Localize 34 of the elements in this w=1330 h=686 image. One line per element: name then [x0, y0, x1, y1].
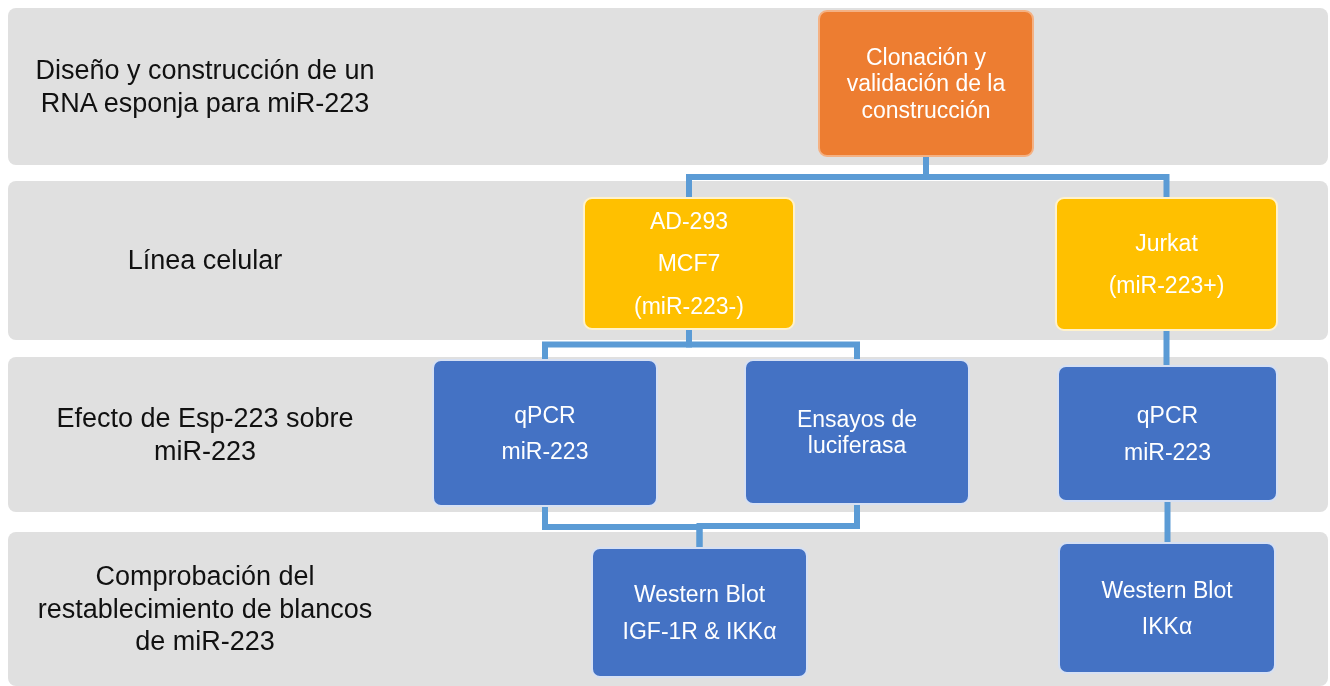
row-band: [8, 532, 1328, 686]
process-box: [1057, 365, 1278, 502]
box-text: Clonación y validación de la construcción: [845, 43, 1007, 124]
box-text: Jurkat: [1135, 229, 1198, 256]
box-text: miR-223: [501, 438, 589, 465]
process-box: [1055, 197, 1278, 331]
box-text: Western Blot: [633, 581, 766, 608]
connector-line: [1163, 331, 1170, 365]
process-box: [818, 10, 1034, 157]
box-text: IGF-1R & IKKα: [622, 617, 777, 644]
box-text: qPCR: [514, 401, 576, 428]
row-band: [8, 8, 1328, 165]
process-box: [1058, 542, 1276, 674]
process-box: [583, 197, 795, 330]
row-label: Comprobación del restablecimiento de blancos de miR-223: [36, 560, 374, 658]
row-label: Diseño y construcción de un RNA esponja para miR-223: [34, 54, 376, 119]
process-box: [432, 359, 658, 507]
box-text: miR-223: [1124, 438, 1211, 465]
box-text: Ensayos de luciferasa: [795, 405, 919, 459]
box-text: AD-293: [650, 207, 728, 235]
box-text: qPCR: [1136, 402, 1199, 429]
process-box: [591, 547, 808, 678]
connector-line: [696, 505, 860, 547]
row-label: Efecto de Esp-223 sobre miR-223: [55, 402, 355, 467]
box-text: IKKα: [1141, 613, 1193, 640]
box-text: (miR-223+): [1108, 272, 1225, 299]
process-box: [744, 359, 970, 505]
connector-line: [1164, 502, 1171, 542]
box-text: MCF7: [657, 250, 721, 277]
box-text: (miR-223-): [634, 292, 744, 320]
row-label: Línea celular: [127, 244, 283, 277]
row-band: [8, 357, 1328, 512]
row-band: [8, 181, 1328, 340]
box-text: Western Blot: [1101, 576, 1233, 603]
